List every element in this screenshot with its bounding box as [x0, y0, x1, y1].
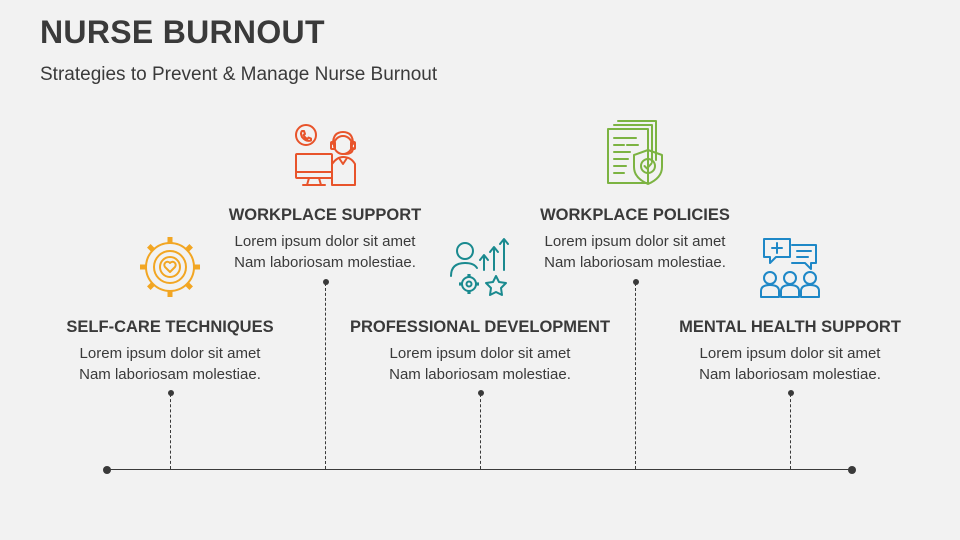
page-subtitle: Strategies to Prevent & Manage Nurse Bur… [40, 64, 438, 85]
policy-document-icon [607, 120, 663, 185]
item-desc-line2: Nam laboriosam molestiae. [544, 254, 726, 271]
stem-dot [633, 279, 639, 285]
item-workplace-policies: WORKPLACE POLICIES Lorem ipsum dolor sit… [485, 206, 785, 273]
stem-line [325, 283, 326, 469]
item-self-care: SELF-CARE TECHNIQUES Lorem ipsum dolor s… [20, 318, 320, 385]
item-professional-development: PROFESSIONAL DEVELOPMENT Lorem ipsum dol… [330, 318, 630, 385]
stem-dot [788, 390, 794, 396]
stem-line [170, 394, 171, 469]
item-desc-line2: Nam laboriosam molestiae. [234, 254, 416, 271]
timeline-axis [107, 469, 852, 470]
timeline-end-dot [848, 466, 856, 474]
item-heading: PROFESSIONAL DEVELOPMENT [349, 318, 611, 336]
item-desc-line1: Lorem ipsum dolor sit amet [699, 345, 881, 362]
group-chat-icon [760, 238, 820, 298]
item-heading: SELF-CARE TECHNIQUES [66, 318, 274, 336]
stem-dot [323, 279, 329, 285]
item-desc-line2: Nam laboriosam molestiae. [389, 366, 571, 383]
item-desc-line1: Lorem ipsum dolor sit amet [79, 345, 261, 362]
item-mental-health-support: MENTAL HEALTH SUPPORT Lorem ipsum dolor … [640, 318, 940, 385]
page-title: NURSE BURNOUT [40, 14, 325, 50]
stem-dot [478, 390, 484, 396]
item-heading: MENTAL HEALTH SUPPORT [679, 318, 901, 336]
item-heading: WORKPLACE SUPPORT [228, 206, 422, 224]
stem-dot [168, 390, 174, 396]
item-desc-line2: Nam laboriosam molestiae. [699, 366, 881, 383]
item-desc-line1: Lorem ipsum dolor sit amet [234, 233, 416, 250]
growth-person-icon [450, 238, 509, 296]
item-desc-line1: Lorem ipsum dolor sit amet [544, 233, 726, 250]
stem-line [635, 283, 636, 469]
item-desc-line2: Nam laboriosam molestiae. [79, 366, 261, 383]
support-agent-icon [295, 124, 356, 186]
gear-heart-icon [140, 237, 200, 297]
item-desc-line1: Lorem ipsum dolor sit amet [389, 345, 571, 362]
stem-line [480, 394, 481, 469]
stem-line [790, 394, 791, 469]
item-heading: WORKPLACE POLICIES [540, 206, 730, 224]
item-workplace-support: WORKPLACE SUPPORT Lorem ipsum dolor sit … [175, 206, 475, 273]
timeline-start-dot [103, 466, 111, 474]
